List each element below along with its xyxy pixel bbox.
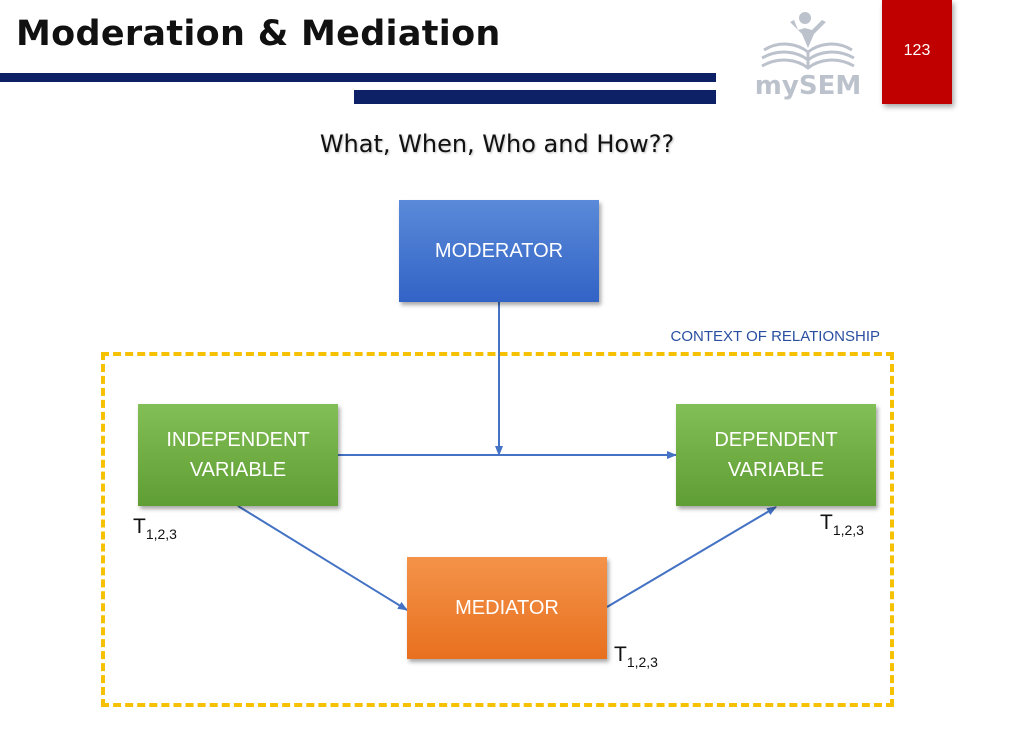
dependent-label-line2: VARIABLE	[727, 459, 825, 481]
independent-variable-node: INDEPENDENT VARIABLE	[138, 404, 338, 506]
moderator-node: MODERATOR	[399, 200, 599, 302]
mediator-label: MEDIATOR	[455, 597, 559, 619]
dependent-label-line1: DEPENDENT	[714, 429, 838, 451]
person-icon	[790, 12, 826, 48]
independent-label-line2: VARIABLE	[189, 459, 287, 481]
moderator-label: MODERATOR	[434, 240, 564, 262]
mysem-logo: mySEM	[755, 12, 861, 100]
context-boundary	[101, 352, 894, 707]
dependent-variable-node: DEPENDENT VARIABLE	[676, 404, 876, 506]
slide-subtitle: What, When, Who and How??	[319, 130, 675, 158]
time-label-independent: T1,2,3	[133, 515, 177, 542]
page-number-badge: 123	[882, 0, 952, 104]
page-number: 123	[903, 42, 931, 59]
time-label-dependent: T1,2,3	[820, 511, 864, 538]
arrow-mediator-to-dv	[606, 506, 777, 608]
arrow-iv-to-mediator	[237, 505, 408, 611]
logo-text: mySEM	[755, 71, 861, 100]
time-label-mediator: T1,2,3	[614, 643, 658, 670]
page-title: Moderation & Mediation	[16, 14, 501, 54]
open-book-icon	[761, 42, 855, 70]
independent-label-line1: INDEPENDENT	[166, 429, 310, 451]
header-rule-short	[354, 90, 716, 104]
header-rule-long	[0, 73, 716, 82]
mediator-node: MEDIATOR	[407, 557, 607, 659]
context-label: CONTEXT OF RELATIONSHIP	[670, 328, 880, 345]
